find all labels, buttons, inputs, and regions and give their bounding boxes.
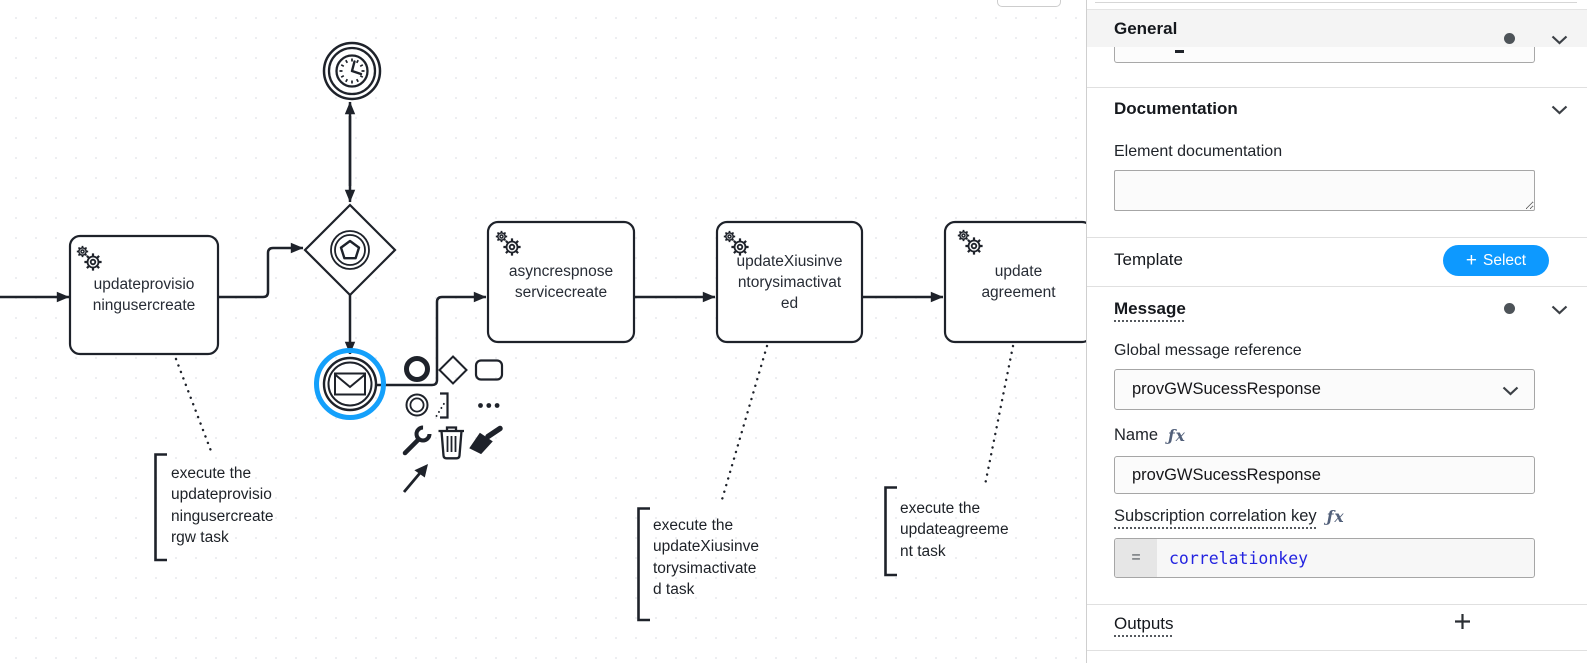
subscription-correlation-key-label[interactable]: Subscription correlation key xyxy=(1114,507,1317,525)
task-updateprovisioningusercreate[interactable]: updateprovisio ningusercreate xyxy=(92,276,196,314)
section-divider xyxy=(1087,237,1587,238)
context-pad-append-intermediate-event-icon[interactable] xyxy=(405,393,429,417)
message-catch-event[interactable] xyxy=(314,348,386,420)
group-header-general[interactable]: General xyxy=(1087,9,1587,47)
context-pad-wrench-icon[interactable] xyxy=(402,425,432,456)
association-task3-annotation[interactable] xyxy=(719,344,769,505)
task-shape-update-agreement[interactable] xyxy=(943,220,1086,344)
context-pad-more-options-icon[interactable] xyxy=(478,403,500,408)
chevron-down-icon[interactable] xyxy=(1551,35,1568,45)
fx-feel-icon[interactable]: ƒx xyxy=(1326,507,1345,526)
task-shape-updateprovisioningusercreate[interactable] xyxy=(68,234,220,356)
task-shape-asyncrespnose-servicecreate[interactable] xyxy=(486,220,636,344)
task-update-agreement[interactable]: update agreement xyxy=(981,263,1056,301)
selected-message-value: provGWSucessResponse xyxy=(1132,380,1321,398)
general-edited-dot xyxy=(1504,33,1515,44)
bpmn-diagram xyxy=(0,41,1086,622)
message-edited-dot xyxy=(1504,303,1515,314)
selection-ring xyxy=(314,348,386,420)
section-title-template: Template xyxy=(1114,250,1183,269)
chevron-down-icon[interactable] xyxy=(1551,305,1568,315)
section-title-documentation[interactable]: Documentation xyxy=(1114,99,1238,118)
correlation-label-row: Subscription correlation key ƒx xyxy=(1114,507,1345,526)
scrolled-field-edge xyxy=(1095,2,1577,3)
timer-event[interactable] xyxy=(322,41,382,101)
task-asyncrespnose-servicecreate[interactable]: asyncrespnose servicecreate xyxy=(508,263,614,301)
context-pad-connect-arrow-icon[interactable] xyxy=(402,464,428,493)
input-text-remnant xyxy=(1175,50,1184,53)
name-label-row: Name ƒx xyxy=(1114,426,1186,445)
correlation-key-value[interactable]: correlationkey xyxy=(1169,548,1309,568)
section-title-outputs[interactable]: Outputs xyxy=(1114,614,1174,633)
text-annotation[interactable]: execute the updateagreeme nt task xyxy=(900,500,1009,560)
global-message-reference-label: Global message reference xyxy=(1114,342,1302,359)
properties-panel: General Documentation Element documentat… xyxy=(1086,0,1587,663)
message-name-input[interactable] xyxy=(1114,456,1535,494)
sequence-flow-task1-gateway[interactable] xyxy=(218,242,304,299)
message-envelope-icon xyxy=(334,372,366,396)
subscription-correlation-key-input[interactable]: = correlationkey xyxy=(1114,538,1535,578)
add-output-plus-icon[interactable] xyxy=(1453,612,1472,631)
text-annotation-bracket[interactable] xyxy=(154,453,168,562)
association-task4-annotation[interactable] xyxy=(983,344,1015,487)
context-pad-append-end-event-icon[interactable] xyxy=(404,356,430,382)
text-annotation[interactable]: execute the updateXiusinve torysimactiva… xyxy=(653,517,759,599)
group-title-general: General xyxy=(1114,19,1178,38)
text-annotation-bracket[interactable] xyxy=(637,507,651,622)
popup-remnant xyxy=(997,0,1061,7)
section-divider xyxy=(1087,87,1587,88)
feel-equals-prefix: = xyxy=(1115,539,1157,577)
context-pad-trash-icon[interactable] xyxy=(438,426,465,460)
text-annotation[interactable]: execute the updateprovisio ningusercreat… xyxy=(171,465,274,547)
name-label: Name xyxy=(1114,426,1159,444)
section-divider xyxy=(1087,286,1587,287)
task-shape-updatexiusinventorysimactivated[interactable] xyxy=(715,220,864,344)
element-documentation-textarea[interactable] xyxy=(1114,170,1535,211)
event-based-gateway[interactable] xyxy=(303,203,397,297)
template-select-label: Select xyxy=(1483,251,1527,269)
context-pad-color-brush-icon[interactable] xyxy=(469,425,503,455)
chevron-down-icon[interactable] xyxy=(1551,105,1568,115)
section-divider xyxy=(1087,604,1587,605)
section-title-message[interactable]: Message xyxy=(1114,299,1186,318)
text-annotation-bracket[interactable] xyxy=(884,486,898,577)
global-message-reference-select[interactable]: provGWSucessResponse xyxy=(1114,369,1535,410)
plus-icon: + xyxy=(1465,249,1477,271)
template-select-button[interactable]: + Select xyxy=(1443,245,1549,276)
fx-feel-icon[interactable]: ƒx xyxy=(1168,426,1186,445)
context-pad-append-task-icon[interactable] xyxy=(474,359,504,381)
context-pad xyxy=(402,355,504,493)
context-pad-append-gateway-icon[interactable] xyxy=(438,355,468,385)
context-pad-append-text-annotation-icon[interactable] xyxy=(435,392,449,419)
section-divider xyxy=(1087,650,1587,651)
sequence-flow-message-task2[interactable] xyxy=(377,291,487,387)
association-task1-annotation[interactable] xyxy=(174,357,213,453)
bpmn-canvas[interactable]: updateprovisio ningusercreate asyncrespn… xyxy=(0,0,1086,663)
general-partial-input[interactable] xyxy=(1114,47,1535,63)
chevron-down-icon xyxy=(1502,386,1519,396)
element-documentation-label: Element documentation xyxy=(1114,143,1283,160)
task-updatexiusinventorysimactivated[interactable]: updateXiusinve ntorysimactivat ed xyxy=(736,252,843,312)
